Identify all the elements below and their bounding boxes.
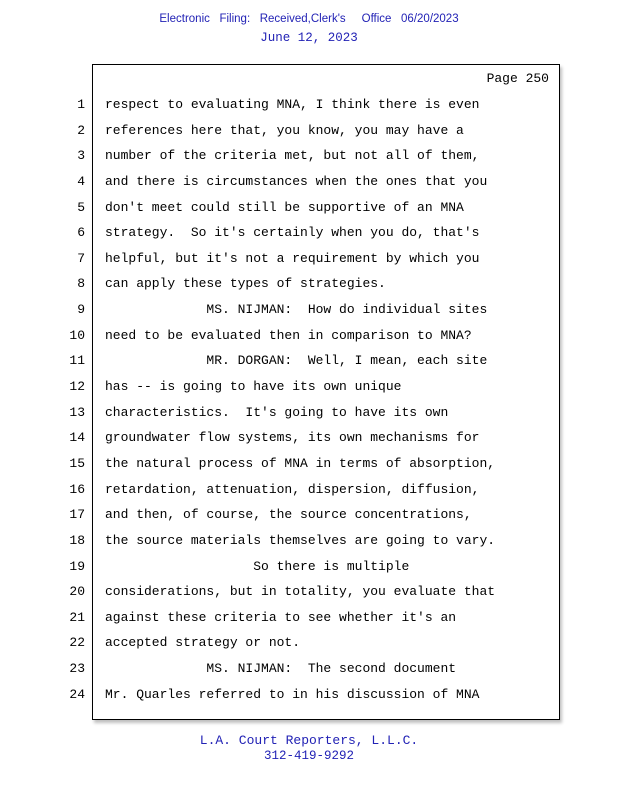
transcript-line: 19 So there is multiple <box>0 554 618 580</box>
line-number: 2 <box>77 122 85 138</box>
transcript-line: 24 Mr. Quarles referred to in his discuss… <box>0 682 618 708</box>
line-text: MS. NIJMAN: How do individual sites <box>105 302 488 318</box>
line-number: 21 <box>69 609 85 625</box>
line-text: strategy. So it's certainly when you do,… <box>105 225 480 241</box>
line-text: and then, of course, the source concentr… <box>105 507 472 523</box>
transcript-lines: 1 respect to evaluating MNA, I think ther… <box>0 92 618 707</box>
line-number: 9 <box>77 302 85 318</box>
line-number: 20 <box>69 584 85 600</box>
line-number: 13 <box>69 404 85 420</box>
line-text: So there is multiple <box>105 558 410 574</box>
transcript-line: 7 helpful, but it's not a requirement by … <box>0 246 618 272</box>
transcript-line: 21 against these criteria to see whether … <box>0 605 618 631</box>
line-text: can apply these types of strategies. <box>105 276 386 292</box>
line-text: don't meet could still be supportive of … <box>105 199 464 215</box>
line-text: characteristics. It's going to have its … <box>105 404 449 420</box>
transcript-line: 2 references here that, you know, you may… <box>0 118 618 144</box>
court-reporter-phone: 312-419-9292 <box>263 749 354 763</box>
transcript-line: 17 and then, of course, the source concen… <box>0 502 618 528</box>
efiling-stamp-date: June 12, 2023 <box>260 31 358 45</box>
transcript-line: 6 strategy. So it's certainly when you do… <box>0 220 618 246</box>
line-number: 15 <box>69 455 85 471</box>
transcript-line: 4 and there is circumstances when the one… <box>0 169 618 195</box>
line-number: 11 <box>69 353 85 369</box>
line-number: 6 <box>77 225 85 241</box>
page-number-label: Page 250 <box>486 71 549 86</box>
transcript-line: 8 can apply these types of strategies. <box>0 271 618 297</box>
line-number: 19 <box>69 558 85 574</box>
transcript-line: 5 don't meet could still be supportive of… <box>0 195 618 221</box>
line-text: respect to evaluating MNA, I think there… <box>105 97 480 112</box>
line-text: against these criteria to see whether it… <box>105 609 457 625</box>
line-text: helpful, but it's not a requirement by w… <box>105 250 480 266</box>
transcript-line: 10 need to be evaluated then in compariso… <box>0 323 618 349</box>
line-number: 12 <box>69 379 85 395</box>
line-number: 7 <box>77 250 85 266</box>
line-text: retardation, attenuation, dispersion, di… <box>105 481 480 497</box>
line-text: references here that, you know, you may … <box>105 122 464 138</box>
line-text: considerations, but in totality, you eva… <box>105 584 496 600</box>
line-number: 24 <box>69 686 85 702</box>
transcript-line: 12 has -- is going to have its own unique <box>0 374 618 400</box>
transcript-line: 11 MR. DORGAN: Well, I mean, each site <box>0 348 618 374</box>
line-number: 3 <box>77 148 85 164</box>
transcript-border-box <box>92 64 560 720</box>
efiling-stamp-line1: Electronic Filing: Received,Clerk's Offi… <box>159 13 459 25</box>
line-number: 8 <box>77 276 85 292</box>
line-text: accepted strategy or not. <box>105 635 301 651</box>
line-number: 18 <box>69 532 85 548</box>
transcript-line: 16 retardation, attenuation, dispersion, … <box>0 477 618 503</box>
court-reporter-name: L.A. Court Reporters, L.L.C. <box>199 733 419 748</box>
line-text: groundwater flow systems, its own mechan… <box>105 430 480 446</box>
line-number: 14 <box>69 430 85 446</box>
line-text: MS. NIJMAN: The second document <box>105 661 457 677</box>
transcript-line: 9 MS. NIJMAN: How do individual sites <box>0 297 618 323</box>
transcript-line: 22 accepted strategy or not. <box>0 630 618 656</box>
line-number: 10 <box>69 327 85 343</box>
line-number: 23 <box>69 661 85 677</box>
line-text: has -- is going to have its own unique <box>105 379 402 395</box>
line-number: 16 <box>69 481 85 497</box>
line-text: and there is circumstances when the ones… <box>105 173 488 189</box>
line-text: MR. DORGAN: Well, I mean, each site <box>105 353 488 369</box>
transcript-line: 15 the natural process of MNA in terms of… <box>0 451 618 477</box>
transcript-line: 14 groundwater flow systems, its own mech… <box>0 425 618 451</box>
transcript-line: 13 characteristics. It's going to have it… <box>0 400 618 426</box>
line-text: the source materials themselves are goin… <box>105 532 496 548</box>
line-text: Mr. Quarles referred to in his discussio… <box>105 686 480 702</box>
transcript-line: 20 considerations, but in totality, you e… <box>0 579 618 605</box>
transcript-line: 23 MS. NIJMAN: The second document <box>0 656 618 682</box>
transcript-line: 18 the source materials themselves are go… <box>0 528 618 554</box>
line-number: 4 <box>77 173 85 189</box>
line-text: number of the criteria met, but not all … <box>105 148 480 164</box>
line-text: need to be evaluated then in comparison … <box>105 327 472 343</box>
line-number: 22 <box>69 635 85 651</box>
line-text: the natural process of MNA in terms of a… <box>105 455 496 471</box>
line-number: 5 <box>77 199 85 215</box>
line-number: 1 <box>77 97 85 112</box>
line-number: 17 <box>69 507 85 523</box>
transcript-line: 3 number of the criteria met, but not all… <box>0 143 618 169</box>
transcript-line: 1 respect to evaluating MNA, I think ther… <box>0 92 618 118</box>
